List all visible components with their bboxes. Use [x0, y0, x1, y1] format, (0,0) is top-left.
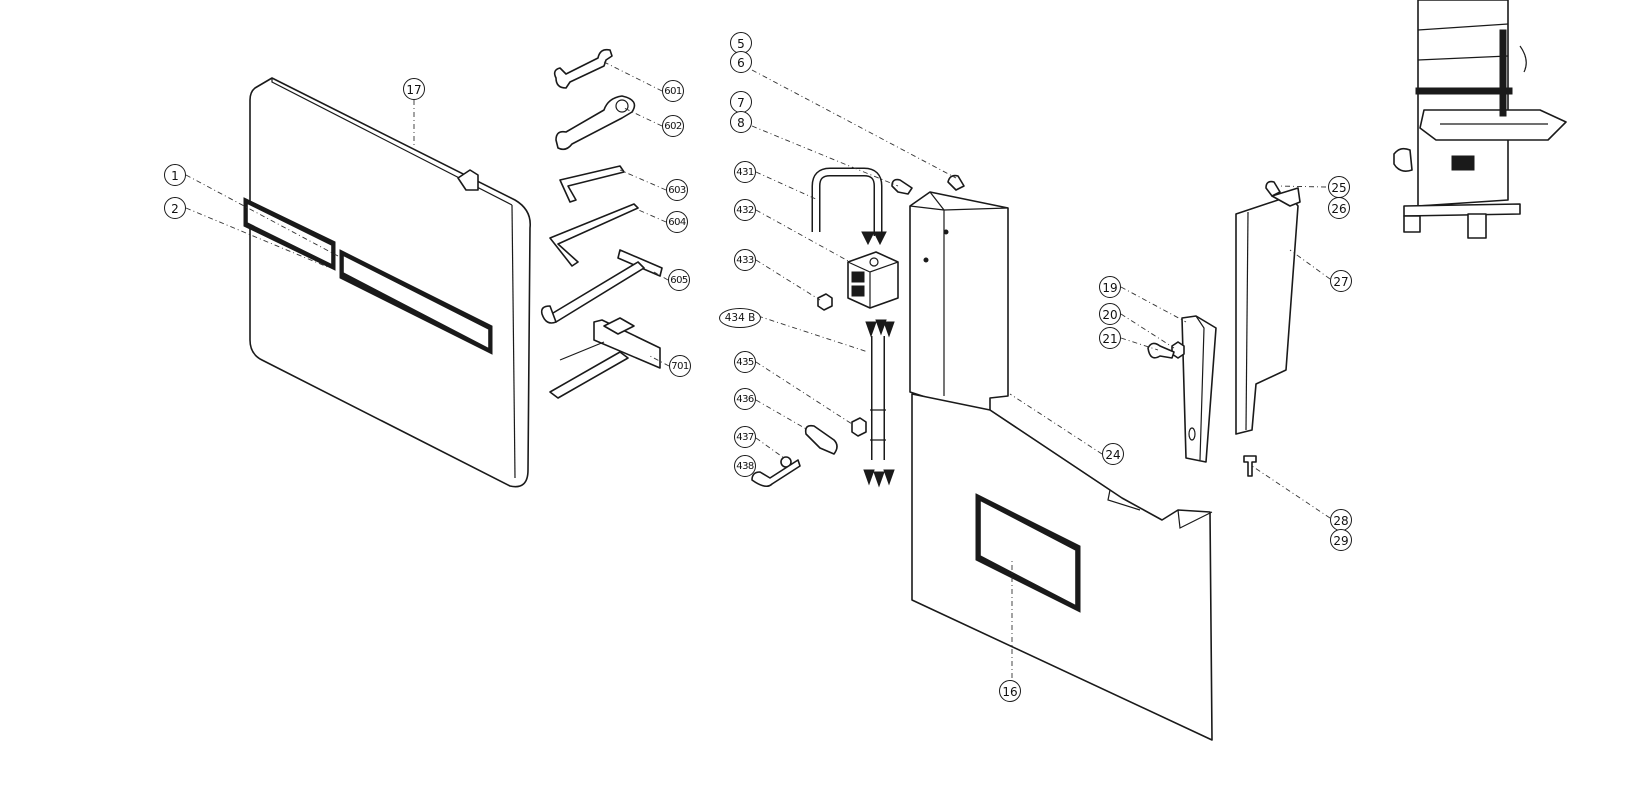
guide-bracket-19	[1181, 315, 1217, 463]
callout-2: 2	[164, 197, 186, 219]
callout-431: 431	[734, 161, 756, 183]
screw-28	[1243, 455, 1257, 477]
callout-601: 601	[662, 80, 684, 102]
cable-clamp-436	[804, 424, 838, 455]
hex-key-603	[559, 165, 625, 203]
callout-21: 21	[1099, 327, 1121, 349]
screw-5	[891, 178, 913, 195]
callout-24: 24	[1102, 443, 1124, 465]
washer-20	[1171, 341, 1185, 359]
nut-435	[851, 417, 867, 437]
callout-438: 438	[734, 455, 756, 477]
lower-wheel-cover-16	[911, 393, 1213, 741]
callout-16: 16	[999, 680, 1021, 702]
callout-20: 20	[1099, 303, 1121, 325]
callout-6: 6	[730, 51, 752, 73]
nut-433	[817, 293, 833, 311]
callout-436: 436	[734, 388, 756, 410]
callout-25: 25	[1328, 176, 1350, 198]
callout-7: 7	[730, 91, 752, 113]
lower-frame-cover-24	[909, 191, 1009, 419]
callout-602: 602	[662, 115, 684, 137]
callout-435: 435	[734, 351, 756, 373]
rip-fence-701	[549, 317, 661, 399]
screw-25	[1265, 180, 1281, 197]
callout-19: 19	[1099, 276, 1121, 298]
screw-7	[947, 174, 965, 191]
callout-29: 29	[1330, 529, 1352, 551]
switch-box-432	[847, 251, 899, 309]
hex-key-604	[549, 203, 639, 267]
callout-434b: 434 B	[719, 308, 761, 328]
callout-1: 1	[164, 164, 186, 186]
callout-17: 17	[403, 78, 425, 100]
callout-604: 604	[666, 211, 688, 233]
callout-437: 437	[734, 426, 756, 448]
upper-wheel-cover	[243, 77, 532, 488]
callout-26: 26	[1328, 197, 1350, 219]
bolt-438	[751, 459, 801, 488]
callout-27: 27	[1330, 270, 1352, 292]
callout-605: 605	[668, 269, 690, 291]
callout-28: 28	[1330, 509, 1352, 531]
power-cable-434b	[863, 319, 895, 488]
callout-701: 701	[669, 355, 691, 377]
wing-bolt-21	[1147, 342, 1175, 359]
wrench-602	[555, 95, 636, 151]
cable-loop-431	[811, 167, 887, 246]
leader-lines	[185, 61, 1331, 690]
callout-603: 603	[666, 179, 688, 201]
bandsaw-overview-illustration	[1393, 0, 1567, 239]
blade-guard-27	[1235, 187, 1301, 435]
callout-433: 433	[734, 249, 756, 271]
callout-8: 8	[730, 111, 752, 133]
callout-432: 432	[734, 199, 756, 221]
t-socket-wrench-605	[540, 249, 663, 324]
wrench-601	[553, 48, 613, 89]
